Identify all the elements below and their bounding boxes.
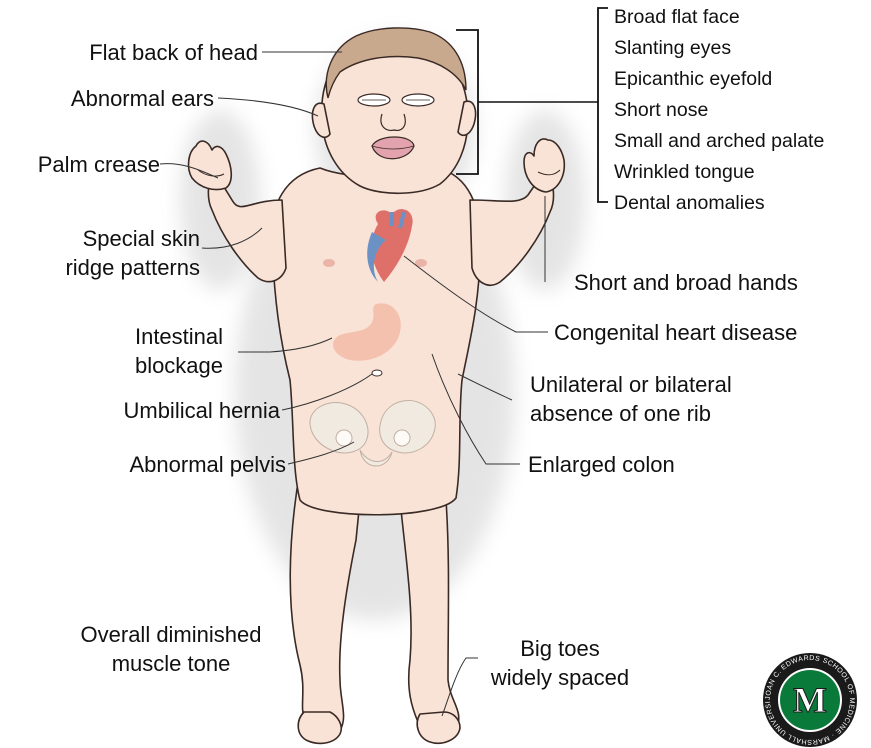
label-big-toes: Big toes widely spaced — [470, 634, 650, 692]
label-big-toes-line2: widely spaced — [470, 663, 650, 692]
label-muscle-tone-line1: Overall diminished — [40, 620, 302, 649]
label-muscle-tone-line2: muscle tone — [40, 649, 302, 678]
feature-bracket — [598, 8, 608, 202]
label-congenital-heart: Congenital heart disease — [554, 318, 797, 347]
facial-features-list: Broad flat face Slanting eyes Epicanthic… — [614, 2, 824, 219]
label-intestinal-line2: blockage — [100, 351, 258, 380]
label-intestinal-line1: Intestinal — [100, 322, 258, 351]
label-muscle-tone: Overall diminished muscle tone — [40, 620, 302, 678]
feature-dental-anomalies: Dental anomalies — [614, 188, 824, 219]
umbilicus — [372, 370, 382, 376]
label-absence-rib-line1: Unilateral or bilateral — [530, 370, 732, 399]
label-special-skin-ridge-line2: ridge patterns — [10, 253, 200, 282]
label-palm-crease: Palm crease — [0, 150, 160, 179]
feature-broad-flat-face: Broad flat face — [614, 2, 824, 33]
label-special-skin-ridge: Special skin ridge patterns — [10, 224, 200, 282]
label-special-skin-ridge-line1: Special skin — [10, 224, 200, 253]
label-umbilical-hernia: Umbilical hernia — [40, 396, 280, 425]
label-absence-rib: Unilateral or bilateral absence of one r… — [530, 370, 732, 428]
feature-short-nose: Short nose — [614, 95, 824, 126]
left-foot — [298, 712, 341, 743]
label-absence-rib-line2: absence of one rib — [530, 399, 732, 428]
label-short-broad-hands: Short and broad hands — [574, 268, 798, 297]
label-flat-back-of-head: Flat back of head — [20, 38, 258, 67]
feature-epicanthic-eyefold: Epicanthic eyefold — [614, 64, 824, 95]
marshall-logo-badge: JOAN C. EDWARDS SCHOOL OF MEDICINE · MAR… — [762, 652, 858, 748]
nipple-left — [323, 259, 335, 267]
label-abnormal-pelvis: Abnormal pelvis — [60, 450, 286, 479]
label-enlarged-colon: Enlarged colon — [528, 450, 675, 479]
feature-palate: Small and arched palate — [614, 126, 824, 157]
logo-letter: M — [793, 680, 827, 720]
right-foot — [417, 712, 460, 743]
label-intestinal-blockage: Intestinal blockage — [100, 322, 258, 380]
feature-wrinkled-tongue: Wrinkled tongue — [614, 157, 824, 188]
feature-slanting-eyes: Slanting eyes — [614, 33, 824, 64]
label-big-toes-line1: Big toes — [470, 634, 650, 663]
label-abnormal-ears: Abnormal ears — [10, 84, 214, 113]
